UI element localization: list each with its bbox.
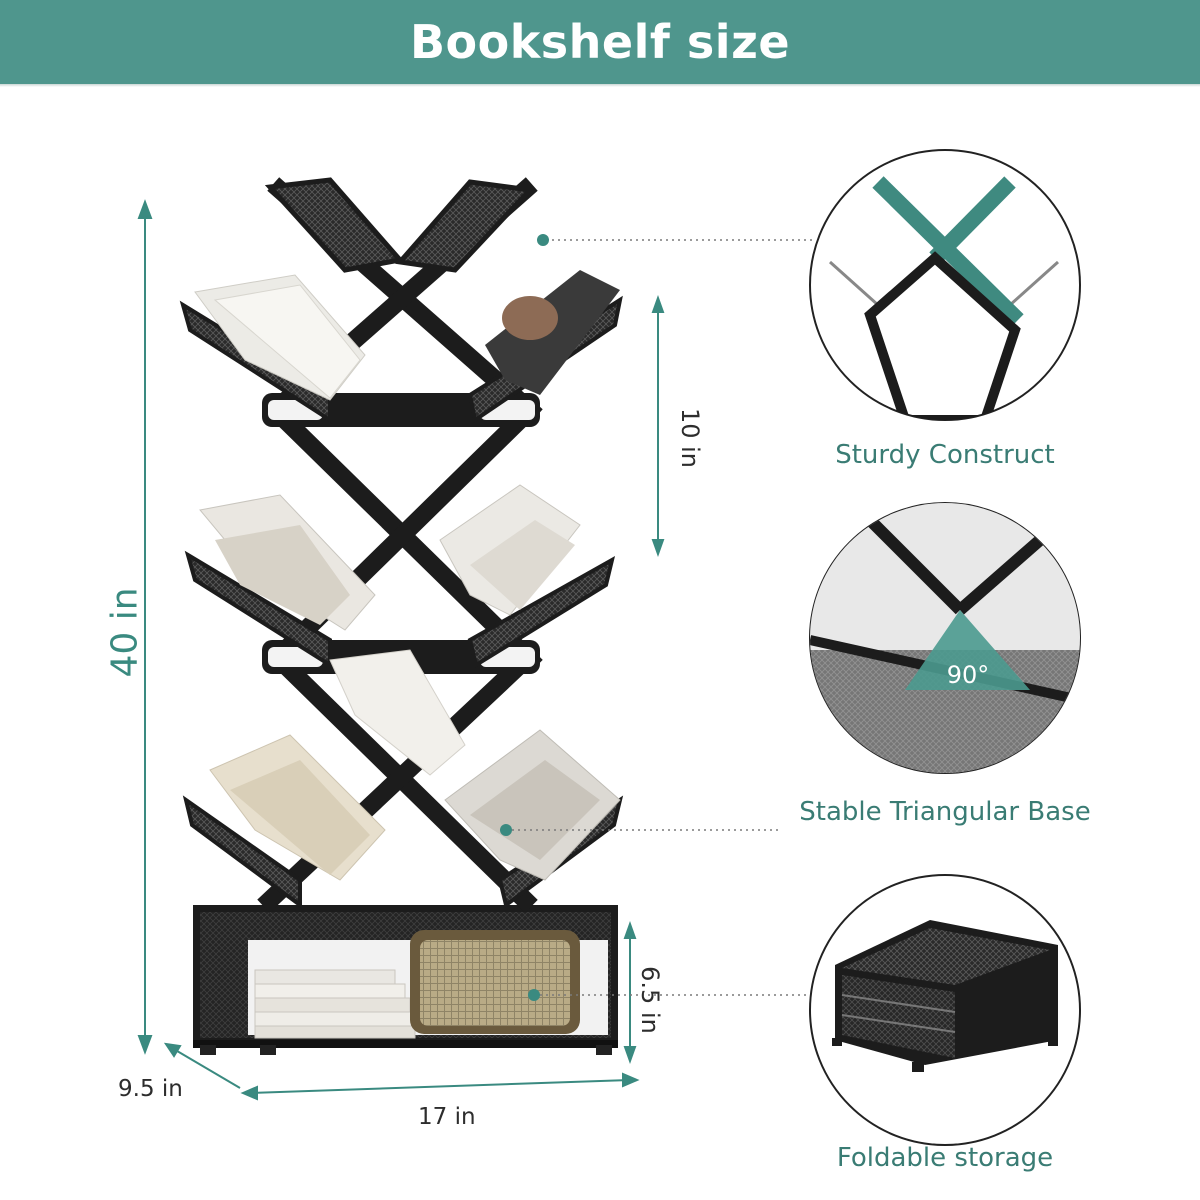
leader-lines <box>512 239 812 996</box>
width-dimension-line <box>249 1079 631 1094</box>
detail-circle-sturdy <box>809 149 1081 421</box>
width-label: 17 in <box>418 1104 476 1130</box>
depth-dimension-line <box>171 1047 241 1089</box>
detail-circle-triangle: 90° <box>809 502 1081 774</box>
arrow-up-icon <box>137 199 153 219</box>
base-height-label: 6.5 in <box>636 966 664 1034</box>
arrow-left-icon <box>240 1085 258 1101</box>
arrow-down-icon <box>137 1035 153 1055</box>
page-title: Bookshelf size <box>409 15 791 69</box>
dimension-lines <box>137 199 665 1101</box>
arrow-down-icon <box>623 1046 637 1064</box>
arrow-down-icon <box>651 539 665 557</box>
detail-circle-storage <box>809 874 1081 1146</box>
feature-label-triangle: Stable Triangular Base <box>799 797 1091 827</box>
marker-dot <box>528 989 540 1001</box>
arrow-up-icon <box>623 921 637 939</box>
bookshelf-illustration <box>179 177 624 1055</box>
arrow-up-icon <box>651 295 665 313</box>
angle-badge: 90° <box>947 661 990 689</box>
depth-label: 9.5 in <box>118 1076 183 1102</box>
height-label: 40 in <box>104 587 146 678</box>
feature-label-sturdy: Sturdy Construct <box>835 440 1055 470</box>
tier-spacing-label: 10 in <box>676 407 704 469</box>
arrow-up-left-icon <box>163 1042 182 1058</box>
marker-dot <box>537 234 549 246</box>
banner-shadow <box>0 84 1200 87</box>
storage-box <box>193 905 618 1055</box>
marker-dot <box>500 824 512 836</box>
title-banner: Bookshelf size <box>0 0 1200 84</box>
feature-label-storage: Foldable storage <box>836 1143 1054 1173</box>
arrow-right-icon <box>622 1072 640 1088</box>
